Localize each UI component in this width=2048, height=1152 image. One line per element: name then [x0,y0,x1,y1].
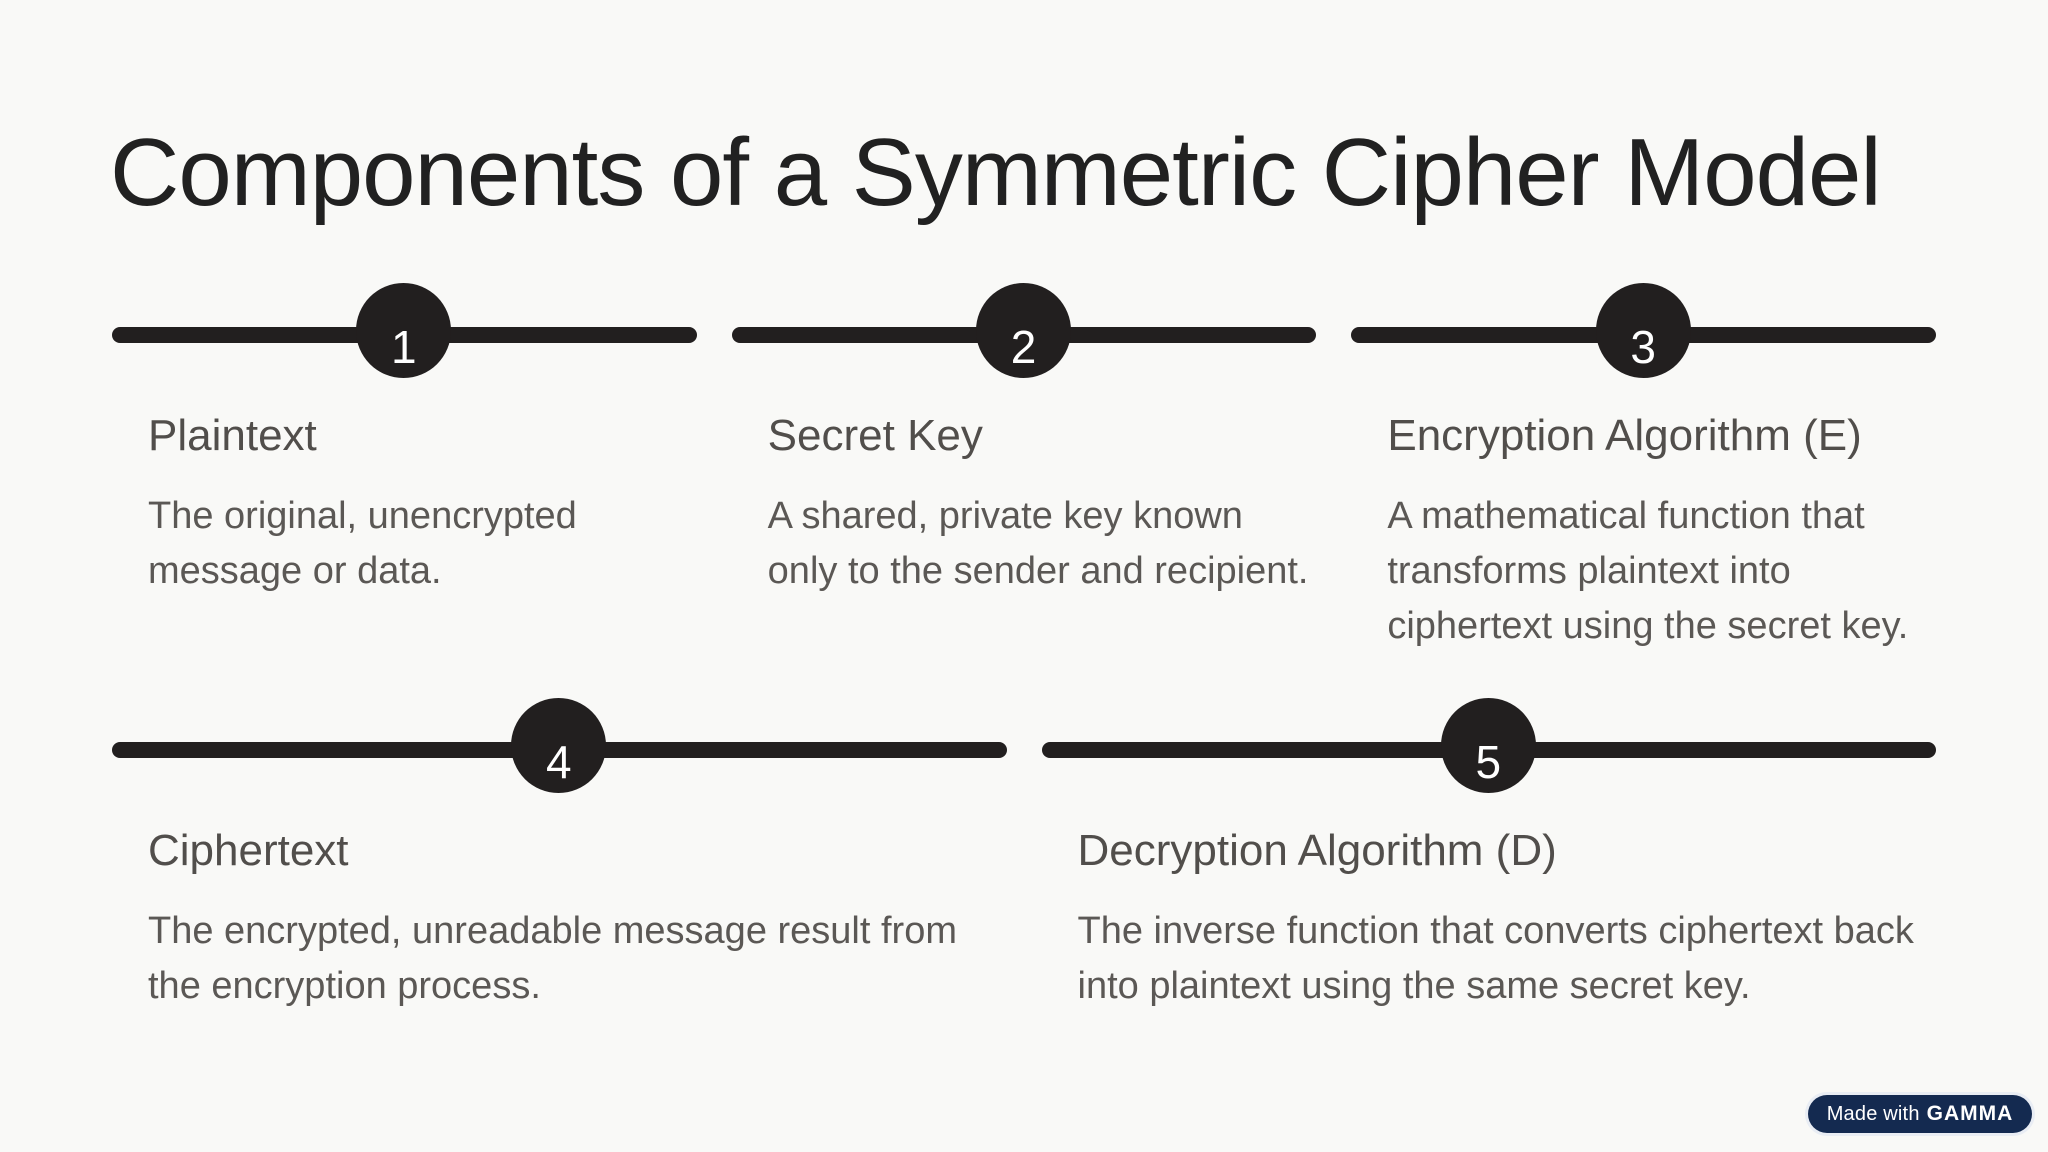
step-marker: 1 [112,283,697,378]
step-marker: 3 [1351,283,1937,378]
step-number-circle: 1 [356,283,452,378]
step-item-ciphertext: 4 Ciphertext The encrypted, unreadable m… [112,698,1007,1014]
step-marker: 2 [731,283,1317,378]
step-title: Plaintext [148,411,317,460]
step-item-decryption-algorithm: 5 Decryption Algorithm (D) The inverse f… [1041,698,1936,1014]
step-description: A shared, private key known only to the … [767,495,1309,593]
step-number-circle: 2 [976,283,1071,378]
steps-row-bottom: 4 Ciphertext The encrypted, unreadable m… [112,698,1936,1014]
step-title: Secret Key [767,411,983,460]
badge-prefix-label: Made with [1826,1102,1920,1125]
step-number: 2 [1010,320,1037,373]
step-description: The original, unencrypted message or dat… [148,495,577,593]
step-item-plaintext: 1 Plaintext The original, unencrypted me… [112,283,697,654]
step-item-encryption-algorithm: 3 Encryption Algorithm (E) A mathematica… [1351,283,1937,654]
step-number-circle: 4 [511,698,607,793]
step-marker: 4 [112,698,1007,793]
page-title: Components of a Symmetric Cipher Model [110,119,1882,226]
step-number-circle: 3 [1595,283,1691,378]
step-description: A mathematical function that transforms … [1387,495,1909,648]
step-description: The encrypted, unreadable message result… [148,910,957,1008]
step-number: 1 [391,320,417,373]
step-description: The inverse function that converts ciphe… [1077,910,1914,1008]
gamma-logo: GAMMA [1926,1102,2014,1125]
step-marker: 5 [1041,698,1936,793]
step-number: 4 [545,735,572,788]
step-number: 5 [1475,735,1502,788]
steps-row-top: 1 Plaintext The original, unencrypted me… [112,283,1937,654]
step-item-secret-key: 2 Secret Key A shared, private key known… [731,283,1317,654]
step-title: Encryption Algorithm (E) [1387,411,1862,460]
made-with-gamma-badge[interactable]: Made with GAMMA [1808,1095,2032,1133]
step-title: Decryption Algorithm (D) [1077,826,1557,875]
step-number: 3 [1630,320,1656,373]
step-title: Ciphertext [148,826,349,875]
step-number-circle: 5 [1440,698,1536,793]
